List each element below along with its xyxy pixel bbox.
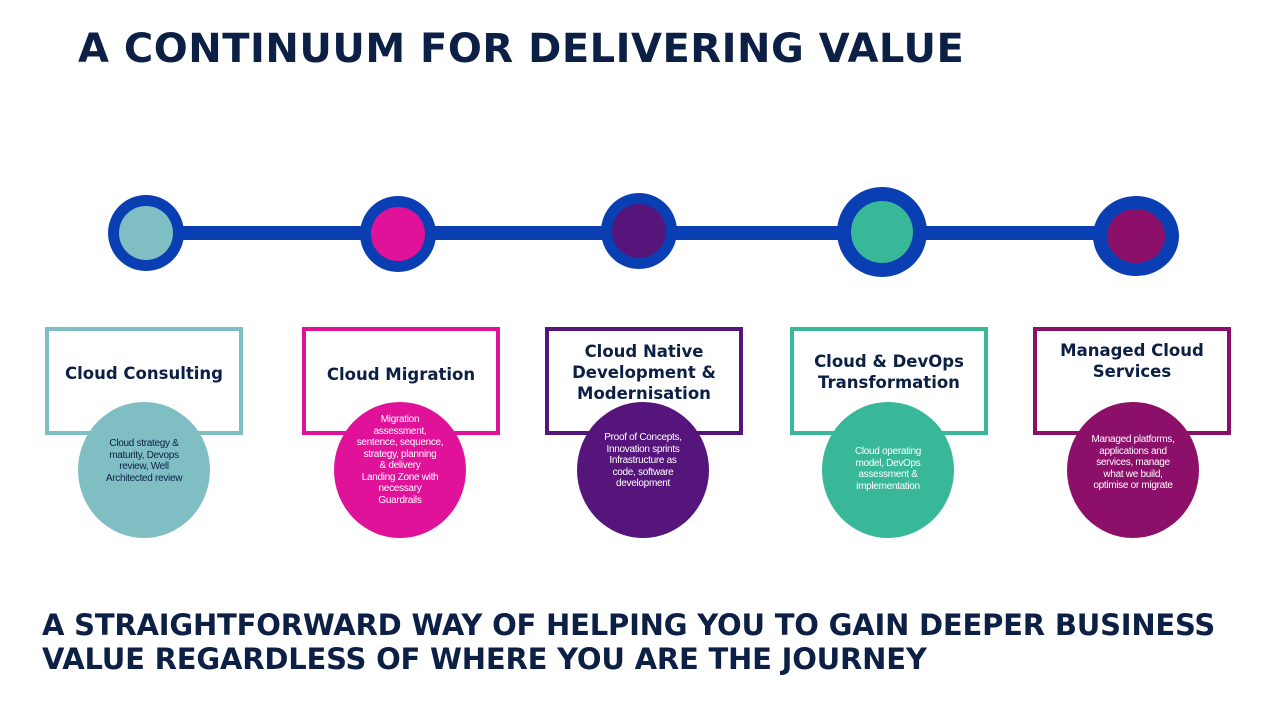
- node-dot: [851, 201, 913, 263]
- stage-title: Cloud Consulting: [65, 364, 223, 383]
- timeline-node-cloud-devops: [837, 187, 927, 277]
- stage-description: Cloud strategy & maturity, Devops review…: [105, 438, 183, 484]
- stage-title: Cloud Native Development & Modernisation: [572, 342, 716, 403]
- page-title: A CONTINUUM FOR DELIVERING VALUE: [78, 26, 965, 72]
- stage-card-cloud-native: Cloud Native Development & Modernisation: [545, 327, 743, 435]
- stage-description: Cloud operating model, DevOps assessment…: [854, 446, 922, 492]
- stage-description-bubble: Proof of Concepts, Innovation sprints In…: [577, 402, 709, 538]
- tagline-line-1: A STRAIGHTFORWARD WAY OF HELPING YOU TO …: [42, 608, 1216, 642]
- node-dot: [371, 207, 425, 261]
- stage-card-cloud-devops: Cloud & DevOps Transformation: [790, 327, 988, 435]
- tagline-line-2: VALUE REGARDLESS OF WHERE YOU ARE THE JO…: [42, 642, 927, 676]
- stage-description-bubble: Migration assessment, sentence, sequence…: [334, 402, 466, 538]
- stage-title: Cloud Migration: [326, 365, 476, 384]
- stage-description: Proof of Concepts, Innovation sprints In…: [604, 432, 682, 489]
- stage-description: Migration assessment, sentence, sequence…: [356, 414, 444, 506]
- stage-description-bubble: Managed platforms, applications and serv…: [1067, 402, 1199, 538]
- node-dot: [1107, 209, 1165, 263]
- stage-description-bubble: Cloud strategy & maturity, Devops review…: [78, 402, 210, 538]
- timeline-node-managed-cloud: [1093, 196, 1179, 276]
- timeline-connector-line: [146, 226, 1134, 240]
- timeline-node-cloud-native: [601, 193, 677, 269]
- timeline-node-cloud-consulting: [108, 195, 184, 271]
- stage-description-bubble: Cloud operating model, DevOps assessment…: [822, 402, 954, 538]
- node-dot: [119, 206, 173, 260]
- tagline: A STRAIGHTFORWARD WAY OF HELPING YOU TO …: [42, 608, 1215, 676]
- stage-title: Cloud & DevOps Transformation: [814, 352, 964, 392]
- timeline-node-cloud-migration: [360, 196, 436, 272]
- node-dot: [612, 204, 666, 258]
- stage-description: Managed platforms, applications and serv…: [1091, 434, 1175, 491]
- stage-title: Managed Cloud Services: [1060, 341, 1204, 381]
